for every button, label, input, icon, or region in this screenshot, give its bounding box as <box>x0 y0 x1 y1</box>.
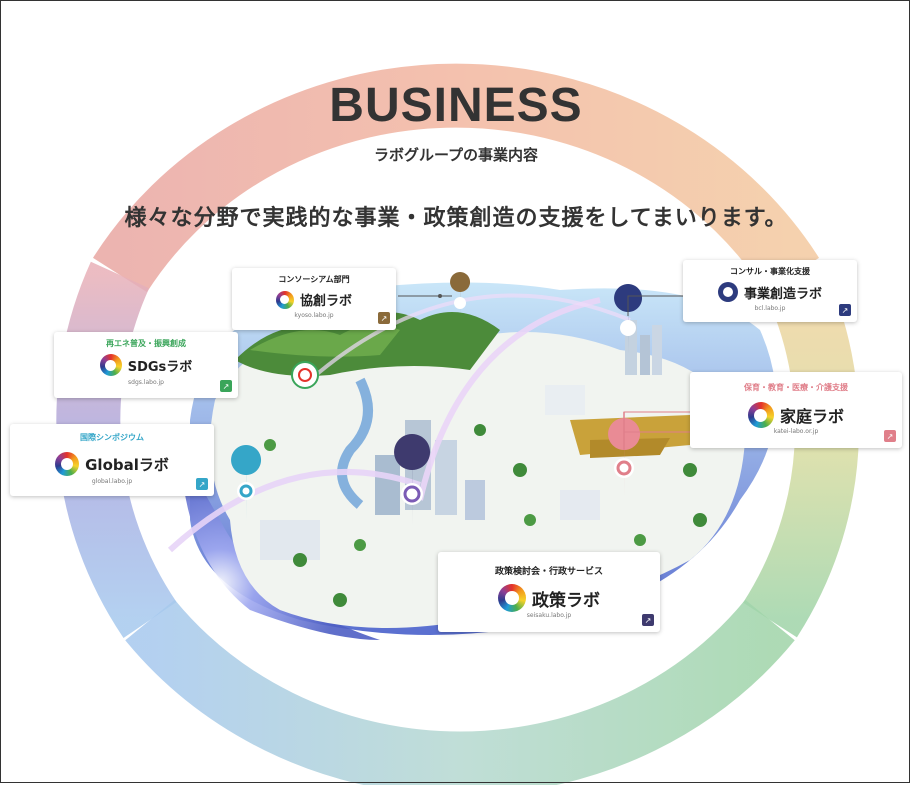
card-brand: 家庭ラボ <box>690 402 902 428</box>
card-brand: 事業創造ラボ <box>683 282 857 302</box>
kyoso-logo-icon <box>275 290 294 309</box>
map-pin-katei[interactable] <box>608 418 641 500</box>
card-category: 政策検討会・行政サービス <box>494 567 603 577</box>
external-link-icon[interactable]: ↗ <box>196 478 208 490</box>
card-name: 事業創造ラボ <box>743 286 822 302</box>
map-pin-seisaku[interactable] <box>394 434 431 528</box>
card-category: コンソーシアム部門 <box>278 275 350 284</box>
map-pin-kyoso[interactable] <box>450 272 471 318</box>
external-link-icon[interactable]: ↗ <box>378 312 390 324</box>
card-name: 政策ラボ <box>532 590 600 611</box>
external-link-icon[interactable]: ↗ <box>884 430 896 442</box>
card-category: コンサル・事業化支援 <box>730 267 810 276</box>
card-brand: 政策ラボ <box>438 584 660 612</box>
card-url: seisaku.labo.jp <box>526 612 572 619</box>
katei-logo-icon <box>747 402 774 428</box>
card-url: katei-labo.or.jp <box>773 428 819 435</box>
card-url: sdgs.labo.jp <box>128 379 164 386</box>
card-jigyo-labo[interactable]: コンサル・事業化支援 事業創造ラボ bcl.labo.jp ↗ <box>683 260 857 322</box>
card-category: 保育・教育・医療・介護支援 <box>744 383 848 392</box>
map-pin-sdgs[interactable] <box>291 361 319 389</box>
card-url: global.labo.jp <box>91 478 133 485</box>
sdgs-logo-icon <box>99 354 122 376</box>
card-name: Globalラボ <box>85 455 169 474</box>
card-global-labo[interactable]: 国際シンポジウム Globalラボ global.labo.jp ↗ <box>10 424 214 496</box>
card-brand: Globalラボ <box>10 452 214 476</box>
card-url: kyoso.labo.jp <box>294 312 334 319</box>
external-link-icon[interactable]: ↗ <box>642 614 654 626</box>
page-title: BUSINESS <box>329 79 583 132</box>
card-sdgs-labo[interactable]: 再エネ普及・振興創成 SDGsラボ sdgs.labo.jp ↗ <box>54 332 238 398</box>
map-pin-global[interactable] <box>231 445 262 525</box>
tagline: 様々な分野で実践的な事業・政策創造の支援をしてまいります。 <box>124 206 788 231</box>
page-subtitle: ラボグループの事業内容 <box>373 146 539 164</box>
card-name: 協創ラボ <box>299 294 352 309</box>
card-name: SDGsラボ <box>127 359 193 375</box>
external-link-icon[interactable]: ↗ <box>220 380 232 392</box>
card-katei-labo[interactable]: 保育・教育・医療・介護支援 家庭ラボ katei-labo.or.jp ↗ <box>690 372 902 448</box>
card-brand: 協創ラボ <box>232 290 396 309</box>
global-logo-icon <box>55 452 80 476</box>
seisaku-logo-icon <box>498 584 526 612</box>
card-category: 国際シンポジウム <box>80 433 144 442</box>
card-brand: SDGsラボ <box>54 354 238 376</box>
bcl-logo-icon <box>717 282 738 302</box>
card-url: bcl.labo.jp <box>754 305 786 312</box>
card-seisaku-labo[interactable]: 政策検討会・行政サービス 政策ラボ seisaku.labo.jp ↗ <box>438 552 660 632</box>
card-name: 家庭ラボ <box>779 407 844 426</box>
card-category: 再エネ普及・振興創成 <box>106 339 186 348</box>
map-pin-jigyo[interactable] <box>614 284 643 355</box>
card-kyoso-labo[interactable]: コンソーシアム部門 協創ラボ kyoso.labo.jp ↗ <box>232 268 396 330</box>
external-link-icon[interactable]: ↗ <box>839 304 851 316</box>
